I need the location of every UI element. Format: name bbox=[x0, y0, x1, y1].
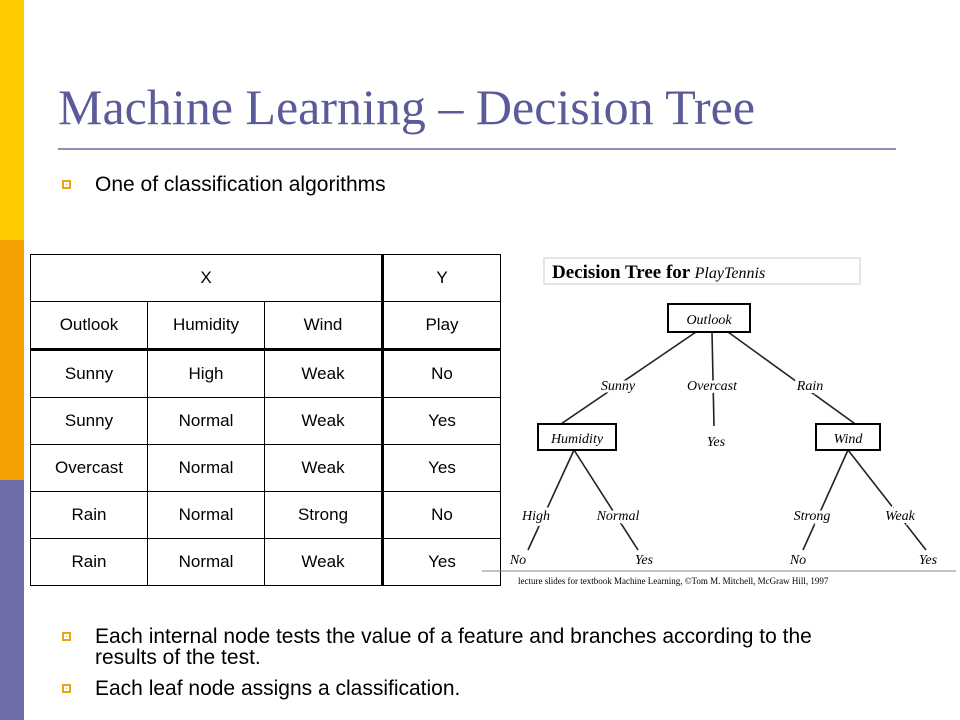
branch-label-high: High bbox=[521, 509, 550, 524]
tree-node-wind: Wind bbox=[834, 432, 864, 447]
branch-label-rain: Rain bbox=[796, 379, 823, 394]
table-group-header-x: X bbox=[30, 254, 383, 302]
table-cell: Sunny bbox=[30, 348, 148, 398]
tree-node-humidity: Humidity bbox=[550, 432, 604, 447]
tree-node-box bbox=[537, 423, 617, 451]
leaf-strong-no: No bbox=[789, 553, 806, 568]
table-cell: Weak bbox=[264, 397, 383, 445]
table-cell: Yes bbox=[381, 538, 501, 586]
table-cell: Weak bbox=[264, 348, 383, 398]
leaf-high-no: No bbox=[509, 553, 526, 568]
svg-text:High: High bbox=[521, 509, 550, 524]
table-cell: Strong bbox=[264, 491, 383, 539]
table-cell: Normal bbox=[147, 444, 265, 492]
table-row: Rain Normal Strong No bbox=[30, 491, 501, 539]
square-bullet-icon bbox=[62, 180, 71, 189]
figure-credit: lecture slides for textbook Machine Lear… bbox=[518, 576, 829, 586]
table-cell: High bbox=[147, 348, 265, 398]
table-row: Rain Normal Weak Yes bbox=[30, 538, 501, 586]
table-cell: Normal bbox=[147, 397, 265, 445]
svg-text:Weak: Weak bbox=[885, 509, 916, 524]
tree-node-box bbox=[667, 303, 751, 333]
tree-node-outlook: Outlook bbox=[686, 313, 732, 328]
branch-label-weak: Weak bbox=[885, 509, 916, 524]
accent-bar-orange bbox=[0, 240, 24, 480]
svg-text:Strong: Strong bbox=[794, 509, 831, 524]
column-header: Humidity bbox=[147, 301, 265, 350]
branch-label-strong: Strong bbox=[794, 509, 831, 524]
column-header: Outlook bbox=[30, 301, 148, 350]
svg-text:Sunny: Sunny bbox=[601, 379, 636, 394]
table-cell: Yes bbox=[381, 397, 501, 445]
table-row: Sunny High Weak No bbox=[30, 348, 501, 398]
figure-title-box bbox=[543, 257, 861, 285]
play-tennis-table: X Y Outlook Humidity Wind Play Sunny Hig… bbox=[30, 254, 501, 586]
tree-edges bbox=[527, 331, 927, 551]
title-underline bbox=[58, 148, 896, 150]
slide-title: Machine Learning – Decision Tree bbox=[58, 79, 756, 135]
branch-label-sunny: Sunny bbox=[601, 379, 636, 394]
tree-leaves: Yes No Yes No Yes bbox=[509, 435, 938, 568]
table-cell: Rain bbox=[30, 538, 148, 586]
table-cell: Sunny bbox=[30, 397, 148, 445]
svg-text:Normal: Normal bbox=[596, 509, 640, 524]
column-header: Wind bbox=[264, 301, 383, 350]
bullet-text: Each internal node tests the value of a … bbox=[95, 625, 812, 669]
accent-bar-yellow bbox=[0, 0, 24, 240]
svg-text:Rain: Rain bbox=[796, 379, 823, 394]
branch-label-overcast: Overcast bbox=[687, 379, 738, 394]
leaf-normal-yes: Yes bbox=[635, 553, 654, 568]
decision-tree-figure: Decision Tree for PlayTennis Outlook Hum… bbox=[482, 257, 956, 586]
branch-label-normal: Normal bbox=[596, 509, 640, 524]
table-cell: Normal bbox=[147, 538, 265, 586]
tree-node-box bbox=[815, 423, 881, 451]
bullet-text: Each leaf node assigns a classification. bbox=[95, 677, 461, 700]
table-cell: Weak bbox=[264, 538, 383, 586]
table-cell: Normal bbox=[147, 491, 265, 539]
table-cell: No bbox=[381, 491, 501, 539]
accent-bar-purple bbox=[0, 480, 24, 720]
bullet-text: One of classification algorithms bbox=[95, 173, 386, 196]
svg-text:Overcast: Overcast bbox=[687, 379, 738, 394]
column-header: Play bbox=[381, 301, 501, 350]
leaf-overcast-yes: Yes bbox=[707, 435, 726, 450]
square-bullet-icon bbox=[62, 632, 71, 641]
branch-labels: Sunny Sunny Overcast Overcast Rain Rain … bbox=[518, 376, 919, 527]
figure-title: Decision Tree for PlayTennis bbox=[552, 262, 765, 283]
table-row: Sunny Normal Weak Yes bbox=[30, 397, 501, 445]
square-bullet-icon bbox=[62, 684, 71, 693]
table-cell: Overcast bbox=[30, 444, 148, 492]
table-cell: Weak bbox=[264, 444, 383, 492]
leaf-weak-yes: Yes bbox=[919, 553, 938, 568]
table-cell: Rain bbox=[30, 491, 148, 539]
table-cell: No bbox=[381, 348, 501, 398]
table-cell: Yes bbox=[381, 444, 501, 492]
table-row: Overcast Normal Weak Yes bbox=[30, 444, 501, 492]
